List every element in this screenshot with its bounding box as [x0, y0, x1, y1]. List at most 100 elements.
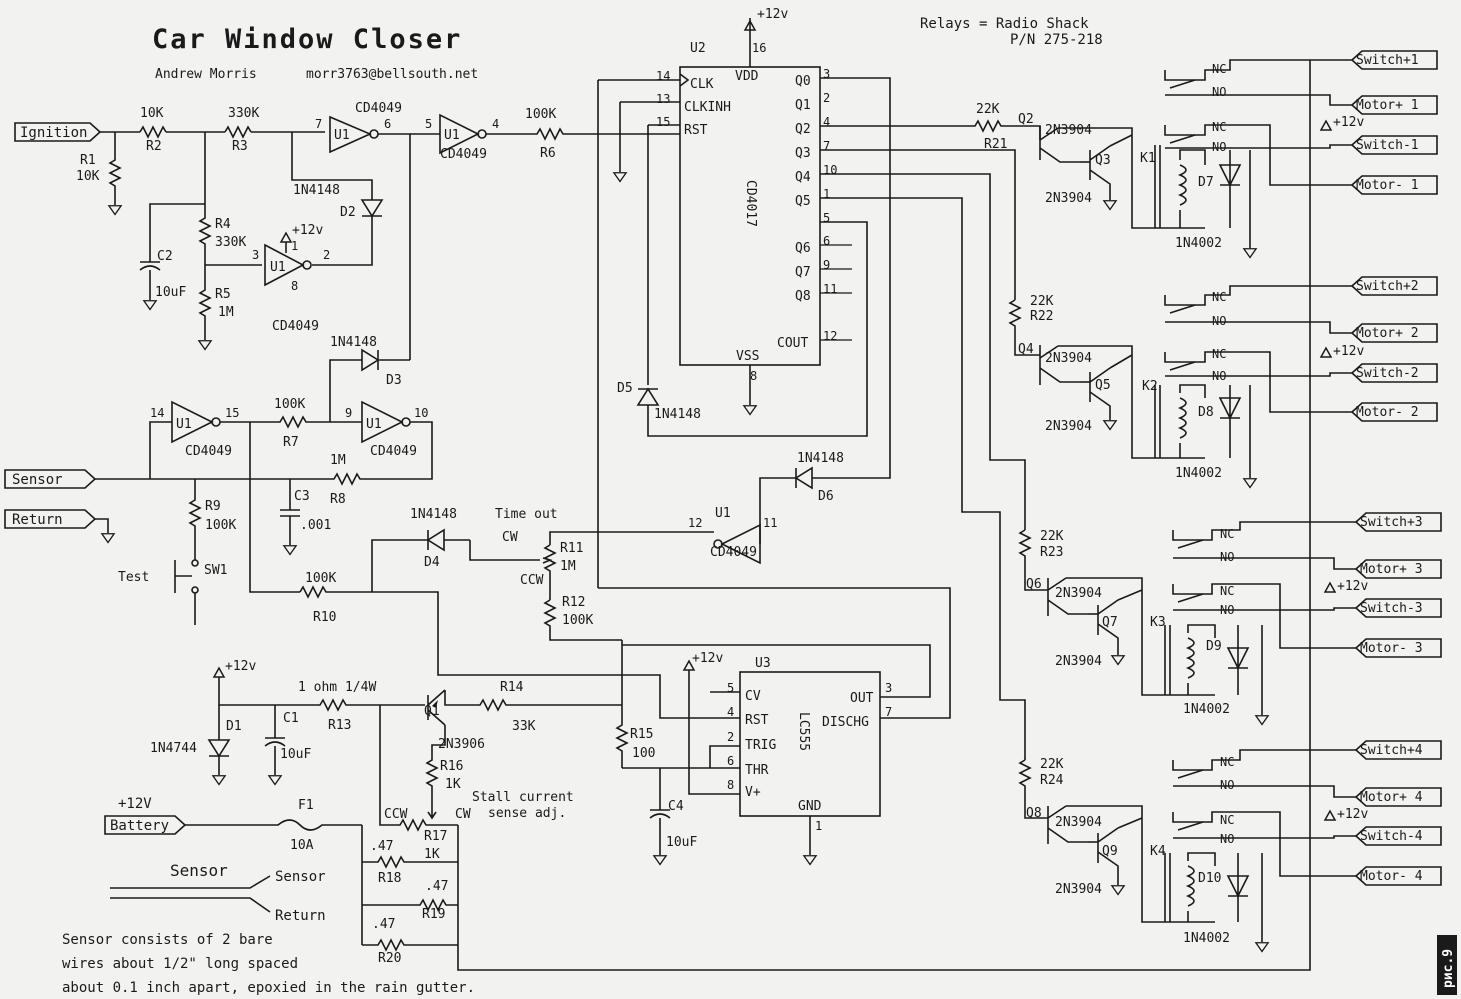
- r18-label: R18: [378, 871, 401, 886]
- u2-pin7-num: 7: [823, 139, 830, 153]
- q9-value: 2N3904: [1055, 882, 1102, 897]
- u1-pin9: 9: [345, 406, 352, 420]
- k1-no-a: NO: [1212, 85, 1226, 99]
- r1-value: 10K: [76, 169, 100, 184]
- d6-value: 1N4148: [797, 451, 844, 466]
- u2-pin9-num: 9: [823, 258, 830, 272]
- r21-value: 22K: [976, 102, 1000, 117]
- timeout-cw-label: CW: [502, 530, 518, 545]
- battery-label: Battery: [110, 818, 169, 834]
- r24-value: 22K: [1040, 757, 1064, 772]
- u1-gate-f-type: CD4049: [710, 545, 757, 560]
- u3-pin1-num: 1: [815, 819, 822, 833]
- switch-plus-3-label: Switch+3: [1360, 515, 1423, 530]
- u2-pin3-num: 3: [823, 67, 830, 81]
- u3-pin-vplus: V+: [745, 785, 761, 800]
- r4-value: 330K: [215, 235, 246, 250]
- r20-label: R20: [378, 951, 401, 966]
- note-line2: wires about 1/2" long spaced: [62, 956, 298, 972]
- u3-pin4-num: 4: [727, 705, 734, 719]
- q1-label: Q1: [424, 704, 440, 719]
- driver-3: 22K R23 Q6 2N3904 Q7 2N3904: [1018, 529, 1143, 669]
- k1-label: K1: [1140, 151, 1156, 166]
- k4-nc-b: NC: [1220, 813, 1234, 827]
- figure-tag-label: рис.9: [1441, 949, 1456, 988]
- switch-plus-2-connector: Switch+2: [1350, 276, 1438, 296]
- q9-label: Q9: [1102, 844, 1118, 859]
- u1-gate-d-type: CD4049: [185, 444, 232, 459]
- r6-label: R6: [540, 146, 556, 161]
- r21-label: R21: [984, 137, 1007, 152]
- r14-label: R14: [500, 680, 524, 695]
- u2-pin11-num: 11: [823, 282, 837, 296]
- d2-value: 1N4148: [293, 183, 340, 198]
- u1-pin5: 5: [425, 117, 432, 131]
- d9-value: 1N4002: [1183, 702, 1230, 717]
- u1-pin2: 2: [323, 248, 330, 262]
- q3-value: 2N3904: [1045, 191, 1092, 206]
- d4-value: 1N4148: [410, 507, 457, 522]
- motor-minus-1-label: Motor- 1: [1356, 178, 1419, 193]
- r19-label: R19: [422, 907, 445, 922]
- switch-minus-3-connector: Switch-3: [1354, 598, 1442, 618]
- r2-value: 10K: [140, 106, 164, 121]
- r7-label: R7: [283, 435, 299, 450]
- motor-minus-4-connector: Motor- 4: [1354, 866, 1442, 886]
- d3-label: D3: [386, 373, 402, 388]
- u2-pin-clkinh: CLKINH: [684, 100, 731, 115]
- k4-no-a: NO: [1220, 778, 1234, 792]
- u2-pin-cout: COUT: [777, 336, 808, 351]
- motor-plus-4-connector: Motor+ 4: [1354, 787, 1442, 807]
- c3-label: C3: [294, 489, 310, 504]
- r16-value: 1K: [445, 777, 461, 792]
- switch-minus-2-label: Switch-2: [1356, 366, 1419, 381]
- u1-pin8: 8: [291, 279, 298, 293]
- c1-label: C1: [283, 711, 299, 726]
- battery-connector: +12V Battery: [104, 796, 187, 835]
- r8-label: R8: [330, 492, 346, 507]
- u2-pin-q0: Q0: [795, 74, 811, 89]
- sw1-label: SW1: [204, 563, 227, 578]
- c4-label: C4: [668, 799, 684, 814]
- k1-no-b: NO: [1212, 140, 1226, 154]
- r19-value: .47: [425, 879, 448, 894]
- u1-pin7: 7: [315, 117, 322, 131]
- legend-sensor-title: Sensor: [170, 861, 228, 880]
- u3-pin-thr: THR: [745, 763, 769, 778]
- k4-supply-label: +12v: [1337, 807, 1368, 822]
- d4-label: D4: [424, 555, 440, 570]
- k2-no-a: NO: [1212, 314, 1226, 328]
- r15-value: 100: [632, 746, 655, 761]
- r9-and-sw1: R9 100K SW1 Test: [118, 479, 236, 625]
- u1-gate-a-type: CD4049: [355, 101, 402, 116]
- r22-label: R22: [1030, 309, 1053, 324]
- r23-label: R23: [1040, 545, 1063, 560]
- return-connector: Return: [4, 509, 115, 544]
- r6-value: 100K: [525, 107, 556, 122]
- relay-k4: K4 D10 1N4002 NC NO NC NO +12v: [1141, 749, 1368, 953]
- r13-label: R13: [328, 718, 351, 733]
- note-line3: about 0.1 inch apart, epoxied in the rai…: [62, 980, 475, 996]
- c1-value: 10uF: [280, 747, 311, 762]
- c2-value: 10uF: [155, 285, 186, 300]
- r8-value: 1M: [330, 453, 346, 468]
- d6-label: D6: [818, 489, 834, 504]
- r24-label: R24: [1040, 773, 1064, 788]
- motor-minus-1-connector: Motor- 1: [1350, 175, 1438, 195]
- u2-pin2-num: 2: [823, 91, 830, 105]
- d2-label: D2: [340, 205, 356, 220]
- schematic-title: Car Window Closer: [152, 24, 462, 55]
- motor-plus-3-label: Motor+ 3: [1360, 562, 1423, 577]
- r4-label: R4: [215, 217, 231, 232]
- ignition-connector: Ignition: [14, 122, 102, 142]
- motor-minus-3-label: Motor- 3: [1360, 641, 1423, 656]
- legend-sensor-wire: Sensor: [275, 869, 326, 885]
- r3-label: R3: [232, 139, 248, 154]
- d3-value: 1N4148: [330, 335, 377, 350]
- u1-pin12: 12: [688, 516, 702, 530]
- switch-minus-3-label: Switch-3: [1360, 601, 1423, 616]
- u1-gate-e-type: CD4049: [370, 444, 417, 459]
- switch-plus-2-label: Switch+2: [1356, 279, 1419, 294]
- motor-minus-2-label: Motor- 2: [1356, 405, 1419, 420]
- u3-pin-dischg: DISCHG: [822, 715, 869, 730]
